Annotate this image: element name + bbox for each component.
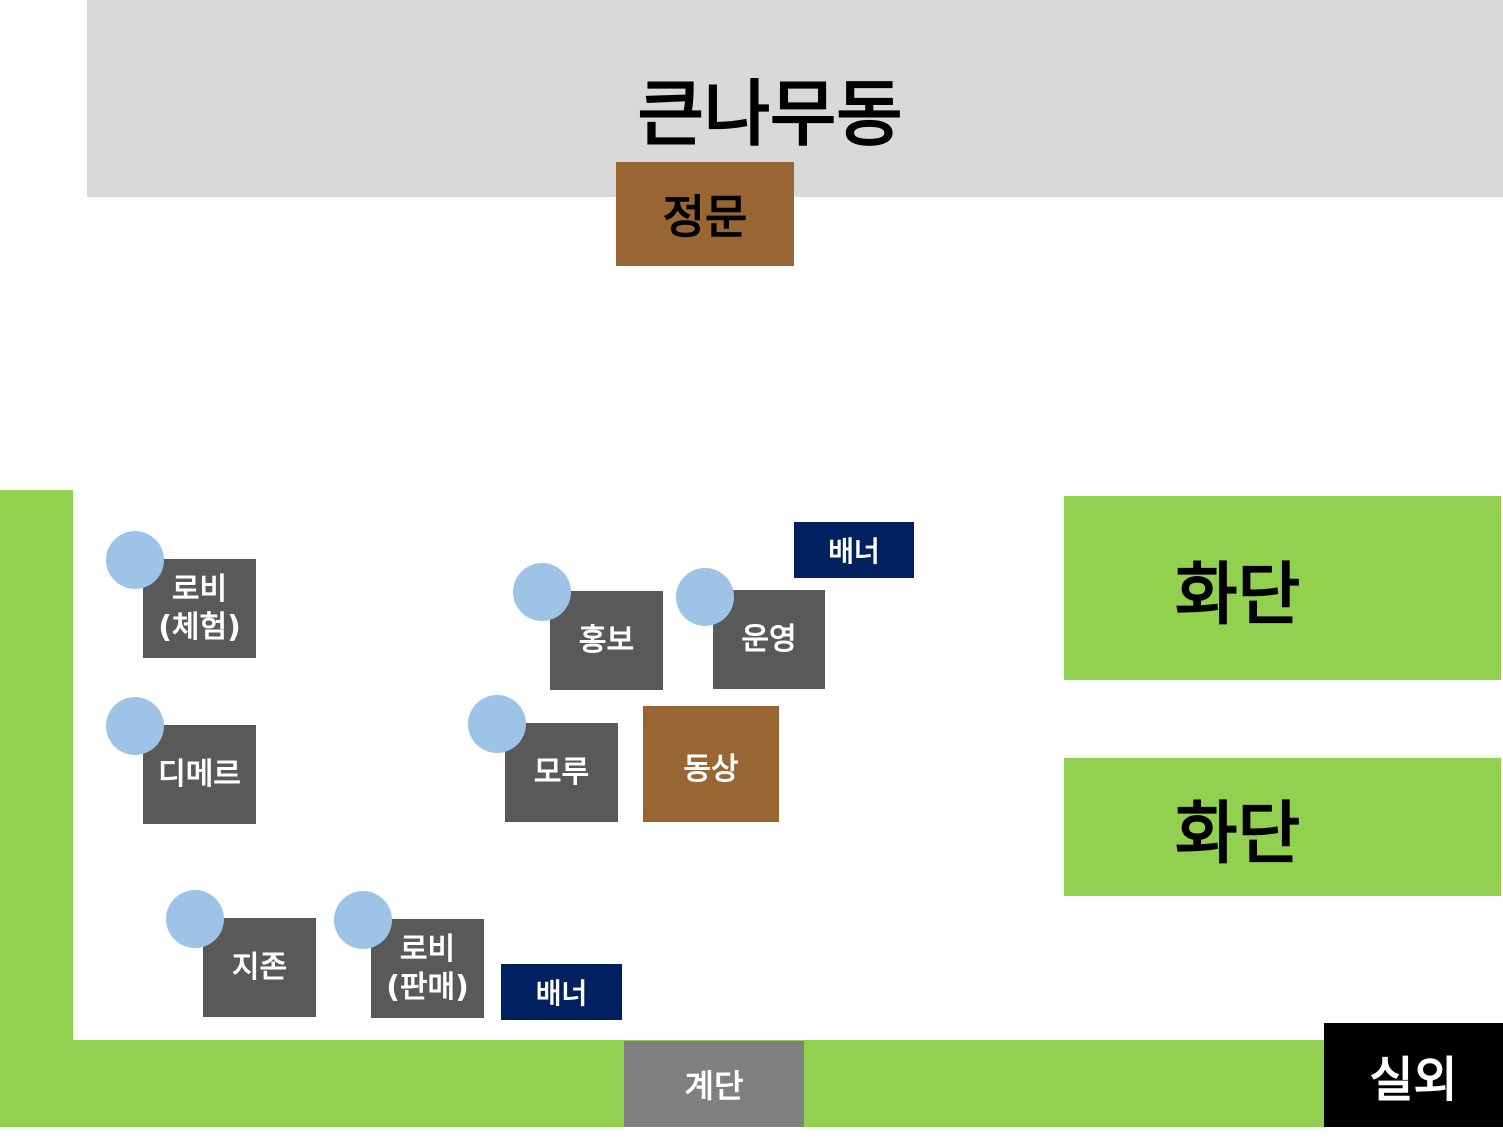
booth-label: 모루 xyxy=(533,754,590,790)
banner-1: 배너 xyxy=(794,522,914,578)
booth-jijon: 지존 xyxy=(203,918,316,1017)
main-gate: 정문 xyxy=(616,162,794,266)
outdoor: 실외 xyxy=(1324,1023,1503,1127)
main-gate-label: 정문 xyxy=(662,190,748,244)
booth-marker xyxy=(106,697,164,755)
booth-lobby-sales: 로비 (판매) xyxy=(371,919,484,1018)
booth-marker xyxy=(166,890,224,948)
stairs: 계단 xyxy=(624,1041,804,1127)
banner-label: 배너 xyxy=(828,535,880,568)
booth-dimer: 디메르 xyxy=(143,725,256,824)
stairs-label: 계단 xyxy=(684,1067,744,1105)
booth-label: 지존 xyxy=(231,949,288,985)
flower-bed-label: 화단 xyxy=(1174,794,1301,874)
statue-label: 동상 xyxy=(683,752,739,787)
building-title: 큰나무동 xyxy=(637,72,903,156)
booth-label: 디메르 xyxy=(158,756,241,792)
booth-lobby-experience: 로비 (체험) xyxy=(143,559,256,658)
booth-moru: 모루 xyxy=(505,723,618,822)
banner-label: 배너 xyxy=(535,977,588,1010)
building-band: 큰나무동 xyxy=(87,0,1503,197)
left-green-strip xyxy=(0,490,73,1040)
booth-label: 로비 (판매) xyxy=(386,932,469,1005)
booth-marker xyxy=(513,563,571,621)
booth-marker xyxy=(468,695,526,753)
booth-label: 홍보 xyxy=(578,622,635,658)
flower-bed-2: 화단 xyxy=(1064,758,1501,896)
booth-marker xyxy=(676,568,734,626)
booth-label: 운영 xyxy=(741,621,797,657)
banner-2: 배너 xyxy=(501,964,622,1020)
outdoor-label: 실외 xyxy=(1369,1052,1458,1108)
booth-marker xyxy=(106,531,164,589)
statue: 동상 xyxy=(643,706,779,822)
flower-bed-label: 화단 xyxy=(1174,555,1301,635)
booth-marker xyxy=(334,891,392,949)
booth-label: 로비 (체험) xyxy=(158,572,241,645)
booth-promotion: 홍보 xyxy=(550,591,663,690)
flower-bed-1: 화단 xyxy=(1064,496,1501,680)
